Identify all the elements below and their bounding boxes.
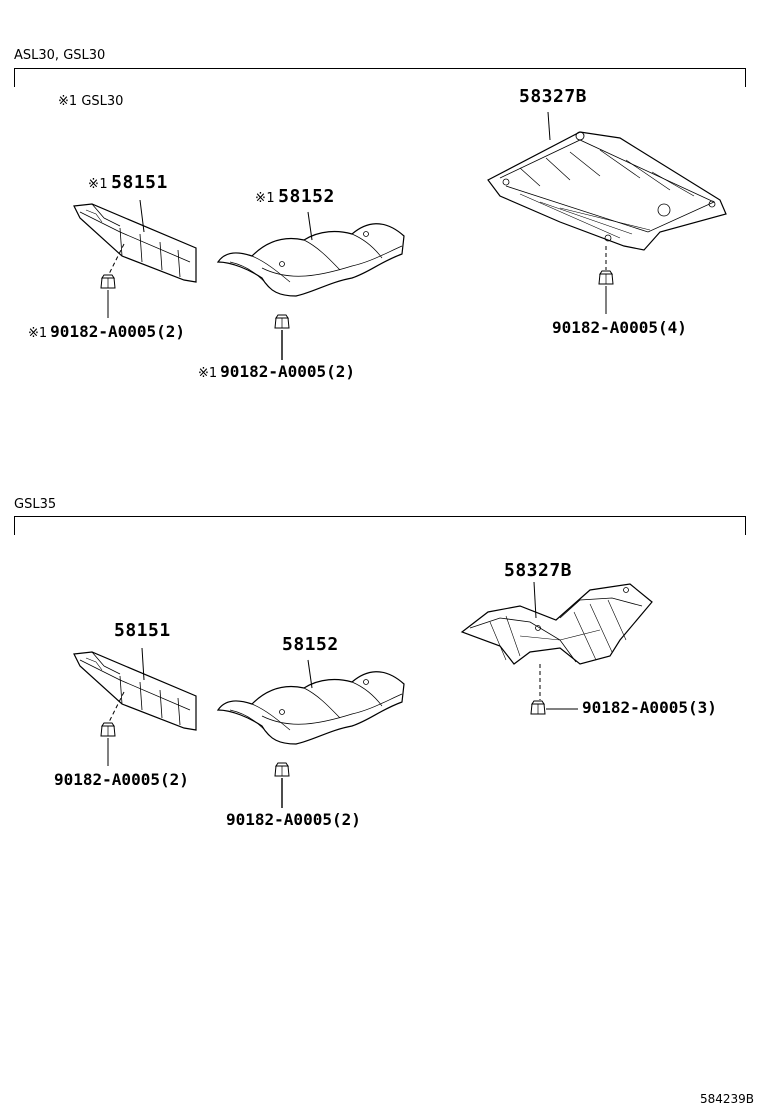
- insulator-58152-s2: [217, 659, 405, 808]
- note-mark: ※1: [255, 191, 276, 206]
- insulator-58327b-s1: [487, 111, 727, 314]
- insulator-58151-s2: [73, 647, 197, 766]
- note-text: GSL30: [81, 94, 124, 109]
- fastener-label-s1-c: 90182-A0005(4): [552, 318, 687, 337]
- fastener-label-s2-b: 90182-A0005(2): [226, 810, 361, 829]
- part-label-58152-s2: 58152: [282, 634, 339, 655]
- part-number: 90182-A0005(4): [552, 318, 687, 337]
- part-number: 90182-A0005(2): [54, 770, 189, 789]
- part-number: 90182-A0005(2): [226, 810, 361, 829]
- section-1-bracket: [14, 68, 746, 87]
- insulator-58151-s1: [73, 199, 197, 318]
- part-number: 90182-A0005(3): [582, 698, 717, 717]
- part-number: 58152: [282, 634, 339, 655]
- section-1-note: ※1 GSL30: [58, 94, 123, 109]
- part-number: 90182-A0005(2): [50, 322, 186, 341]
- part-label-58151-s2: 58151: [114, 620, 171, 641]
- part-number: 58152: [278, 186, 335, 207]
- insulator-58152-s1: [217, 211, 405, 360]
- note-mark: ※1: [28, 326, 48, 341]
- fastener-label-s2-c: 90182-A0005(3): [582, 698, 717, 717]
- part-number: 58151: [114, 620, 171, 641]
- part-label-58327b-s1: 58327B: [519, 86, 587, 107]
- part-number: 58151: [111, 172, 168, 193]
- part-number: 58327B: [504, 560, 573, 581]
- note-mark: ※1: [198, 366, 218, 381]
- reference-code: 584239B: [699, 1092, 754, 1106]
- note-mark: ※1: [58, 94, 78, 109]
- section-2-label: GSL35: [14, 497, 57, 512]
- part-number: 58327B: [519, 86, 588, 107]
- section-2-bracket: [14, 516, 746, 535]
- fastener-label-s2-a: 90182-A0005(2): [54, 770, 189, 789]
- part-label-58327b-s2: 58327B: [504, 560, 572, 581]
- note-mark: ※1: [88, 177, 109, 192]
- insulator-58327b-s2: [460, 581, 653, 715]
- part-number: 90182-A0005(2): [220, 362, 356, 381]
- section-1-label: ASL30, GSL30: [14, 48, 106, 63]
